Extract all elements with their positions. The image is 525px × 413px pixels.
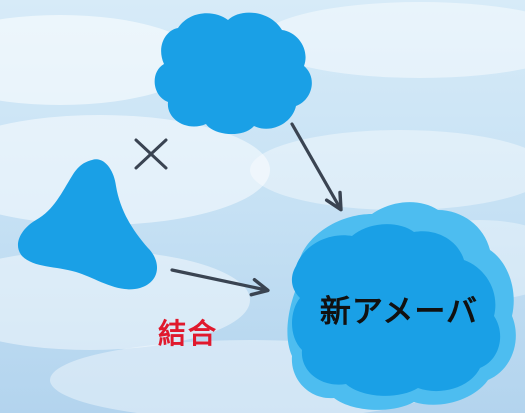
bond-label: 結合 [158, 317, 219, 350]
new-amoeba-label: 新アメーバ [319, 294, 479, 330]
left-amoeba [17, 159, 158, 290]
arrow-top-to-new [290, 122, 343, 212]
top-amoeba [154, 12, 312, 135]
cross-mark [134, 138, 168, 170]
new-amoeba [291, 224, 501, 396]
arrow-left-to-new [170, 268, 270, 297]
